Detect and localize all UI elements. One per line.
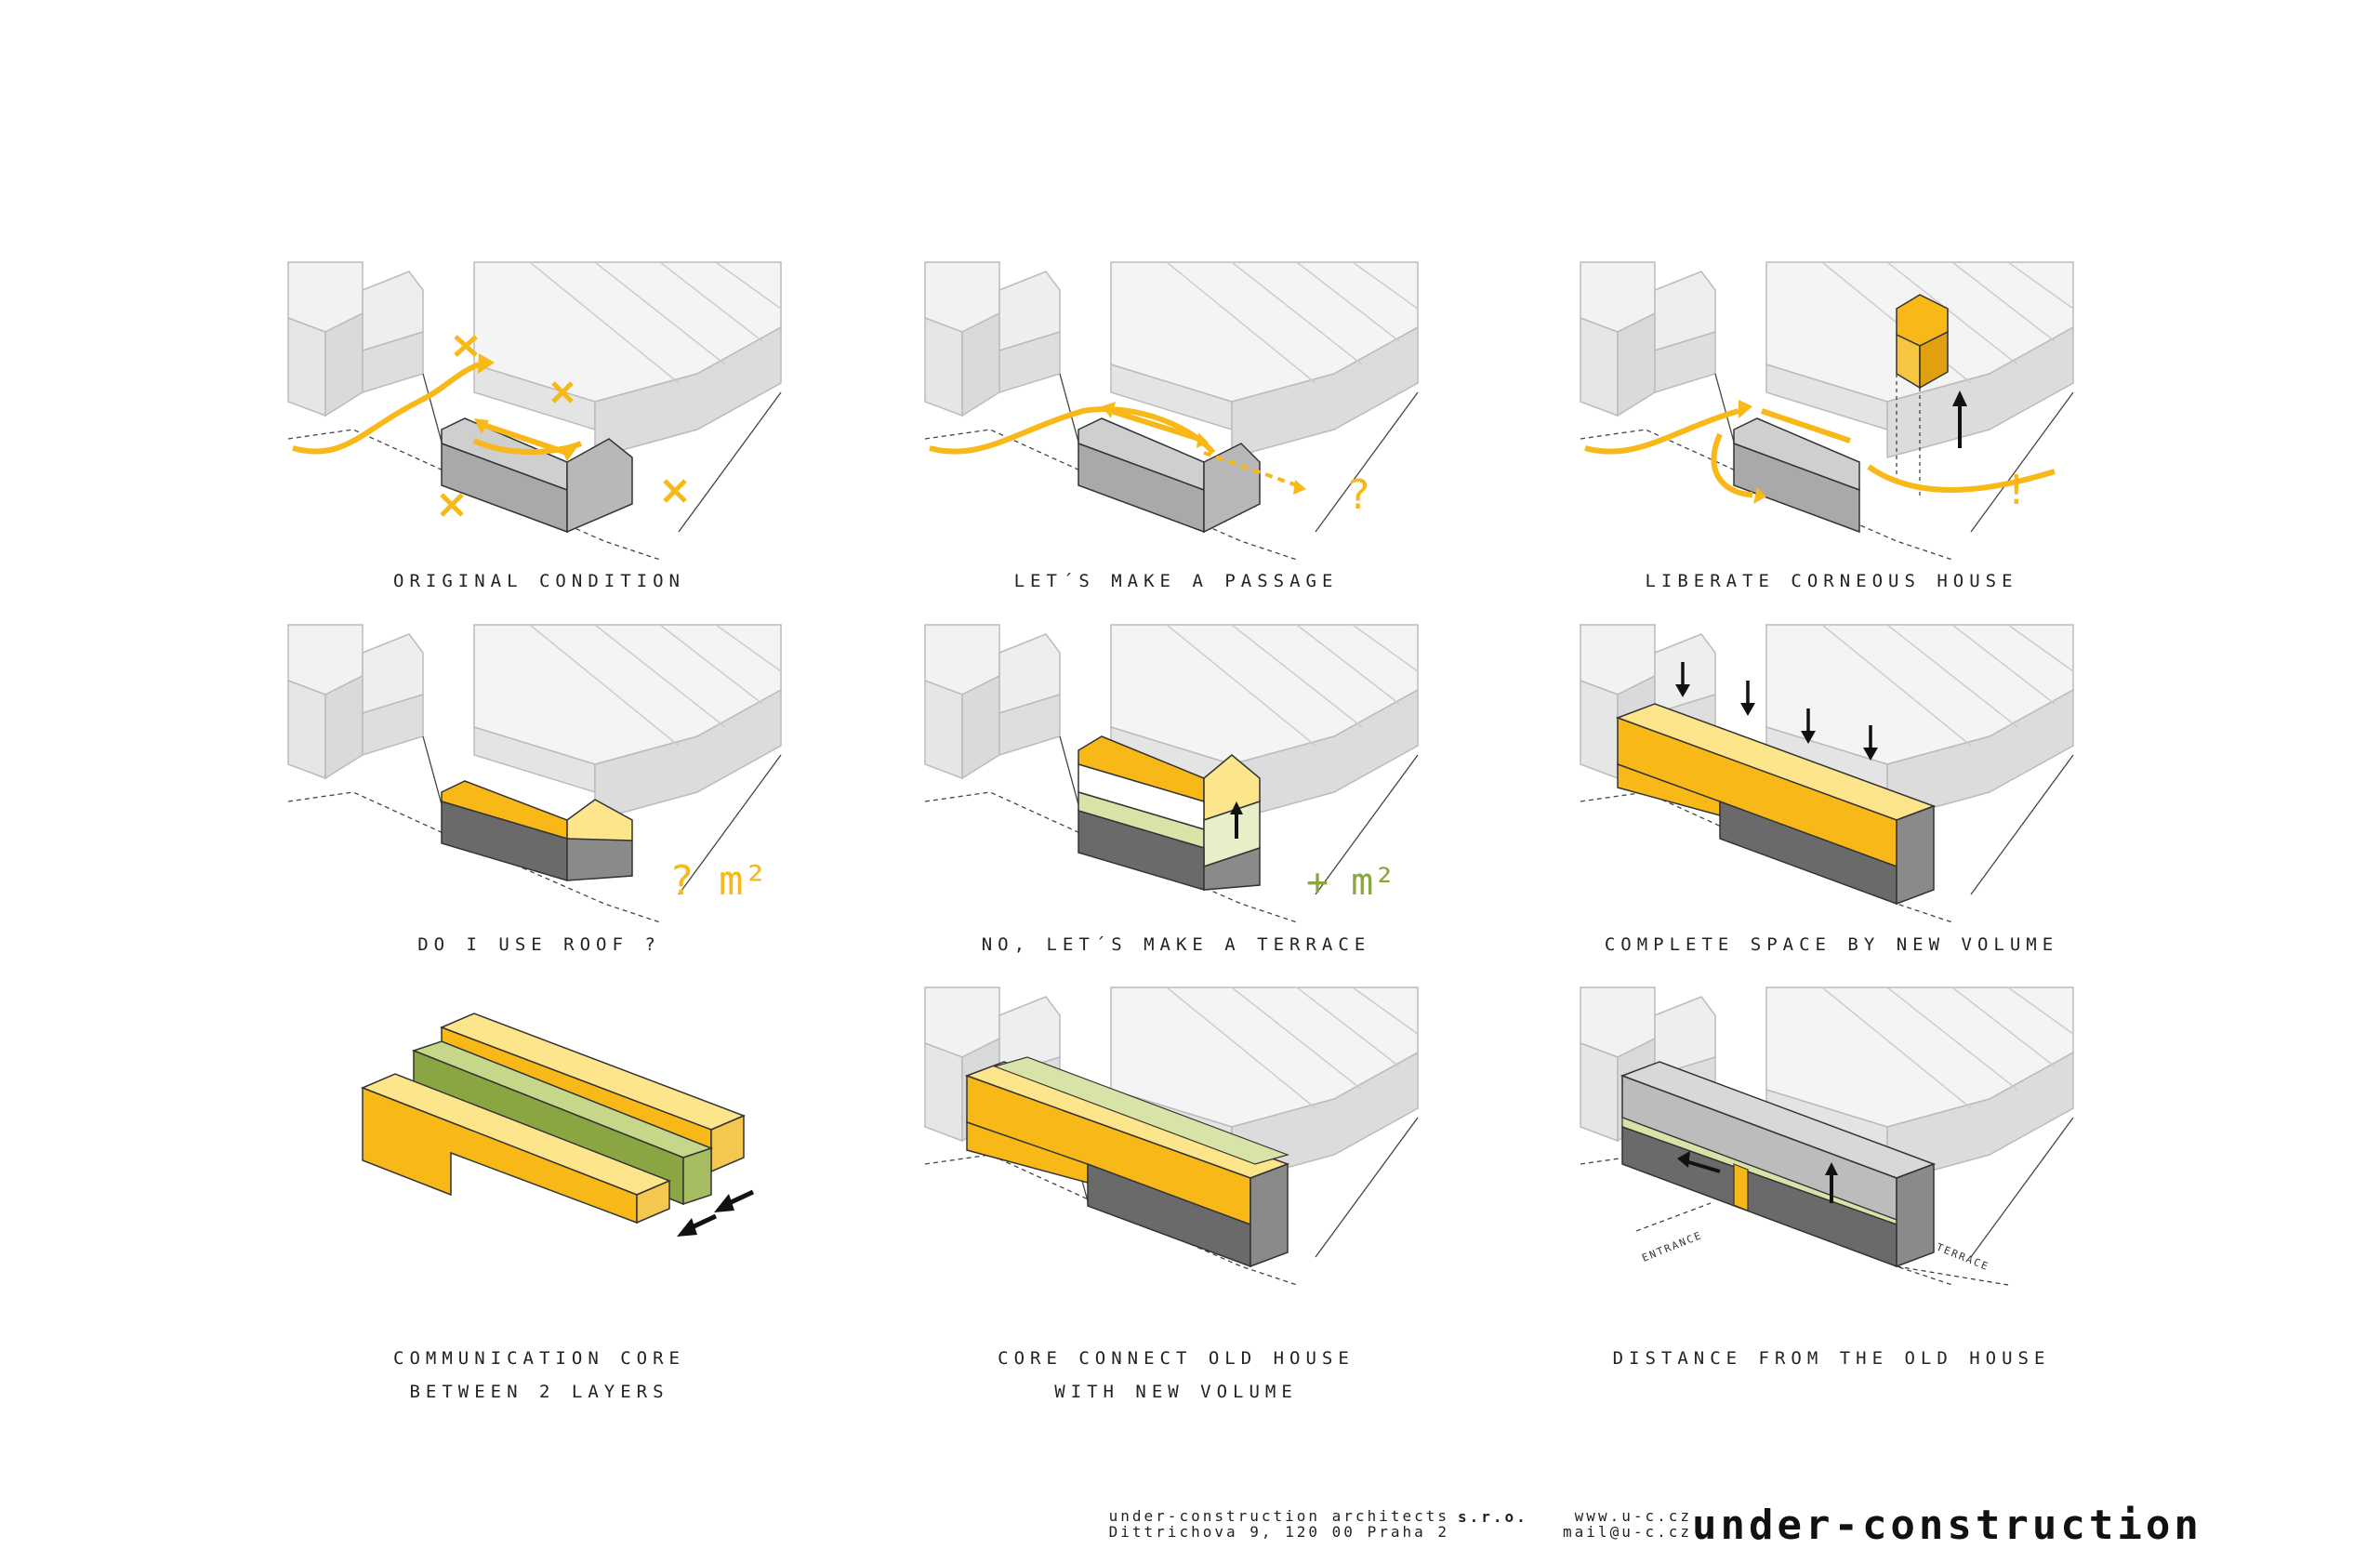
panel-do-i-use-roof: ? m² — [287, 624, 782, 923]
panel-complete-space-by-new-volume — [1580, 624, 2074, 923]
brand-logo: under-construction — [1692, 1502, 2202, 1549]
caption-complete-space-by-new-volume: COMPLETE SPACE BY NEW VOLUME — [1571, 928, 2092, 961]
caption-original-condition: ORIGINAL CONDITION — [279, 564, 800, 598]
caption-line: LIBERATE CORNEOUS HOUSE — [1645, 571, 2018, 591]
panel-original-condition — [287, 261, 782, 561]
caption-line: COMPLETE SPACE BY NEW VOLUME — [1604, 934, 2059, 955]
footer-company-block: under-construction architects Dittrichov… — [1109, 1508, 1449, 1540]
caption-line: BETWEEN 2 LAYERS — [409, 1382, 669, 1402]
caption-lets-make-a-passage: LET´S MAKE A PASSAGE — [916, 564, 1436, 598]
caption-line: NO, LET´S MAKE A TERRACE — [981, 934, 1371, 955]
caption-communication-core: COMMUNICATION CORE BETWEEN 2 LAYERS — [279, 1342, 800, 1409]
roof-area-label: ? m² — [669, 857, 768, 905]
panel-distance-from-the-old-house: ENTRANCE TERRACE — [1580, 986, 2074, 1286]
terrace-area-label: + m² — [1306, 861, 1395, 904]
panel-lets-make-a-passage: ? — [924, 261, 1419, 561]
exclamation-mark: ! — [2008, 467, 2025, 514]
caption-liberate-corneous-house: LIBERATE CORNEOUS HOUSE — [1571, 564, 2092, 598]
footer-legal: s.r.o. — [1458, 1508, 1528, 1526]
entrance-label: ENTRANCE — [1640, 1229, 1704, 1264]
caption-line: CORE CONNECT OLD HOUSE — [998, 1348, 1355, 1369]
caption-distance-from-the-old-house: DISTANCE FROM THE OLD HOUSE — [1571, 1342, 2092, 1375]
question-mark: ? — [1348, 471, 1369, 519]
footer-address: Dittrichova 9, 120 00 Praha 2 — [1108, 1523, 1449, 1541]
caption-line: WITH NEW VOLUME — [1054, 1382, 1298, 1402]
panel-communication-core — [361, 1013, 755, 1237]
footer-web-link[interactable]: www.u-c.cz — [1574, 1507, 1692, 1525]
footer-email-link[interactable]: mail@u-c.cz — [1563, 1523, 1692, 1541]
caption-core-connect-old-house: CORE CONNECT OLD HOUSE WITH NEW VOLUME — [916, 1342, 1436, 1409]
caption-line: DO I USE ROOF ? — [417, 934, 661, 955]
caption-do-i-use-roof: DO I USE ROOF ? — [279, 928, 800, 961]
panel-liberate-corneous-house: ! — [1580, 261, 2074, 561]
panel-core-connect-old-house — [924, 986, 1419, 1286]
caption-line: COMMUNICATION CORE — [393, 1348, 685, 1369]
caption-line: DISTANCE FROM THE OLD HOUSE — [1612, 1348, 2051, 1369]
caption-line: ORIGINAL CONDITION — [393, 571, 685, 591]
footer-contact-block: www.u-c.cz mail@u-c.cz — [1563, 1508, 1692, 1540]
terrace-label: TERRACE — [1935, 1241, 1991, 1274]
caption-lets-make-a-terrace: NO, LET´S MAKE A TERRACE — [916, 928, 1436, 961]
panel-lets-make-a-terrace: + m² — [924, 624, 1419, 923]
caption-line: LET´S MAKE A PASSAGE — [1013, 571, 1339, 591]
footer-company: under-construction architects — [1108, 1507, 1449, 1525]
